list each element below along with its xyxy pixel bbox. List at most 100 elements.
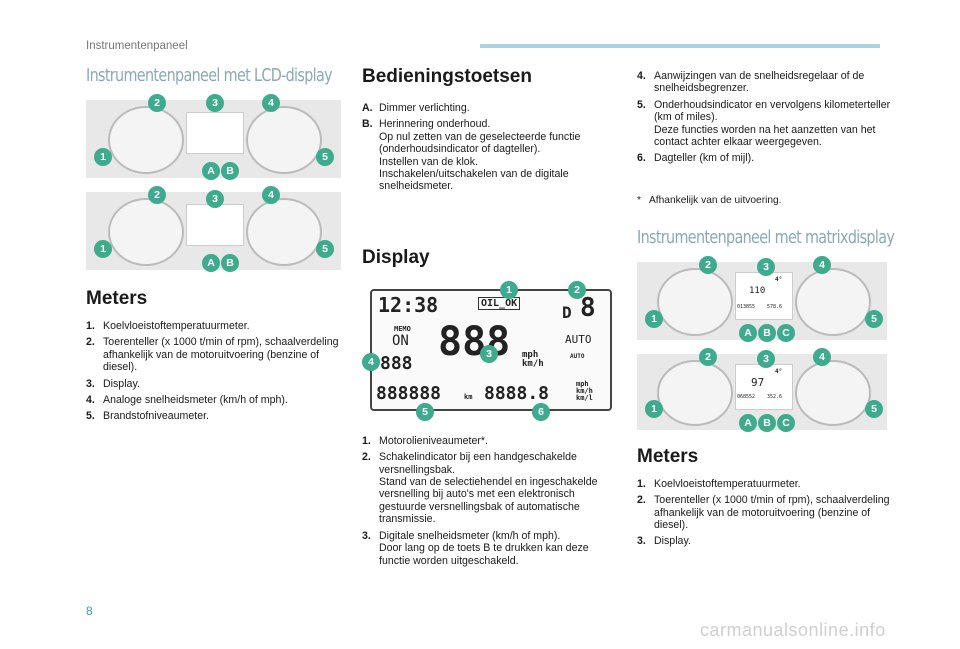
lcd-panel-figure-1: 2 3 4 1 5 A B	[86, 94, 341, 180]
callout-A: A	[739, 413, 757, 432]
list-item: 2.Toerenteller (x 1000 t/min of rpm), sc…	[637, 494, 890, 532]
callout-2: 2	[699, 347, 717, 366]
callout-3: 3	[206, 94, 224, 112]
callout-5: 5	[316, 148, 334, 166]
matrix-trip-readout: 352.6	[767, 393, 783, 400]
matrix-meters-list: 1.Koelvloeistoftemperatuurmeter. 2.Toere…	[637, 478, 895, 548]
footnote-text: Afhankelijk van de uitvoering.	[649, 194, 782, 206]
callout-3: 3	[757, 349, 775, 368]
footnote: * Afhankelijk van de uitvoering.	[637, 195, 895, 206]
odometer-readout: 888888	[376, 382, 442, 404]
callout-B: B	[758, 323, 776, 342]
watermark: carmanualsonline.info	[700, 620, 886, 640]
callout-1: 1	[645, 309, 663, 328]
page-number: 8	[86, 604, 93, 618]
lcd-screen	[186, 112, 244, 154]
trip-readout: 8888.8	[484, 382, 550, 404]
buttons-heading: Bedieningstoetsen	[362, 66, 532, 87]
gear-letter: D	[562, 302, 572, 322]
callout-5: 5	[865, 399, 883, 418]
display-list: 1.Motorolieniveaumeter*. 2.Schakelindica…	[362, 435, 617, 567]
lcd-screen	[186, 204, 244, 246]
callout-A: A	[739, 323, 757, 342]
callout-5: 5	[416, 402, 434, 421]
buttons-list: A.Dimmer verlichting. B.Herinnering onde…	[362, 102, 617, 193]
gear-number: 8	[580, 292, 596, 323]
callout-2: 2	[148, 186, 166, 204]
matrix-odo-readout: 013855	[737, 303, 756, 310]
clock-readout: 12:38	[378, 292, 439, 317]
list-item: 3.Display.	[637, 535, 691, 548]
tachometer-dial	[657, 359, 733, 426]
lcd-meters-list: 1.Koelvloeistoftemperatuurmeter. 2.Toere…	[86, 320, 341, 423]
speedometer-dial	[795, 359, 871, 426]
matrix-panel-figure-2: 97 4° 068552 352.6 2 3 4 1 5 A B C	[637, 347, 887, 432]
lcd-display-figure: 12:38 OIL_OK D 8 MEMO ON 888 mph km/h AU…	[362, 280, 617, 421]
controls-column: Bedieningstoetsen A.Dimmer verlichting. …	[362, 66, 617, 571]
callout-4: 4	[262, 186, 280, 204]
lcd-meters-heading: Meters	[86, 288, 148, 309]
callout-2: 2	[568, 280, 586, 299]
trip-unit: mph km/h km/l	[576, 379, 593, 402]
callout-1: 1	[94, 148, 112, 166]
list-item: B.Herinnering onderhoud. Op nul zetten v…	[362, 118, 581, 193]
display-list-continued: 4.Aanwijzingen van de snelheidsregelaar …	[637, 70, 895, 165]
list-item: 5.Onderhoudsindicator en vervolgens kilo…	[637, 98, 891, 149]
callout-A: A	[202, 254, 220, 272]
memo-label: MEMO	[394, 324, 411, 333]
speedometer-dial	[246, 198, 322, 266]
callout-5: 5	[865, 309, 883, 328]
speedometer-dial	[246, 106, 322, 174]
display-heading: Display	[362, 246, 430, 268]
auto-label: AUTO	[565, 332, 592, 346]
callout-C: C	[777, 323, 795, 342]
matrix-trip-readout: 578.6	[767, 303, 783, 310]
matrix-temp-readout: 4°	[775, 367, 783, 375]
list-item: 6.Dagteller (km of mijl).	[637, 152, 755, 165]
footnote-mark: *	[637, 194, 641, 206]
callout-B: B	[221, 162, 239, 180]
list-item: 1.Motorolieniveaumeter*.	[362, 434, 488, 447]
lcd-panel-figure-2: 2 3 4 1 5 A B	[86, 186, 341, 272]
tachometer-dial	[108, 106, 184, 174]
list-item: 5.Brandstofniveaumeter.	[86, 410, 209, 423]
tachometer-dial	[108, 198, 184, 266]
callout-A: A	[202, 162, 220, 180]
matrix-screen	[735, 271, 793, 320]
odometer-unit: km	[464, 392, 473, 401]
callout-3: 3	[206, 190, 224, 208]
wiper-auto-label: AUTO	[570, 352, 585, 360]
callout-3: 3	[757, 257, 775, 276]
callout-4: 4	[813, 347, 831, 366]
callout-5: 5	[316, 240, 334, 258]
callout-B: B	[221, 254, 239, 272]
list-item: 2.Schakelindicator bij een handgeschakel…	[362, 451, 598, 526]
callout-1: 1	[500, 280, 518, 299]
matrix-odo-readout: 068552	[737, 393, 756, 400]
small-digits-readout: 888	[380, 352, 413, 374]
matrix-column: 4.Aanwijzingen van de snelheidsregelaar …	[637, 66, 895, 552]
callout-6: 6	[532, 402, 550, 421]
matrix-screen	[735, 363, 793, 410]
callout-1: 1	[645, 399, 663, 418]
lcd-section-title: Instrumentenpaneel met LCD-display	[86, 66, 333, 86]
header-accent-bar	[480, 44, 880, 48]
list-item: 4.Aanwijzingen van de snelheidsregelaar …	[637, 70, 865, 95]
list-item: A.Dimmer verlichting.	[362, 102, 470, 114]
matrix-panel-figure-1: 110 4° 013855 578.6 2 3 4 1 5 A B C	[637, 255, 887, 342]
callout-3: 3	[480, 344, 498, 363]
on-label: ON	[392, 332, 409, 349]
callout-4: 4	[813, 255, 831, 274]
callout-2: 2	[699, 255, 717, 274]
callout-2: 2	[148, 94, 166, 112]
matrix-meters-heading: Meters	[637, 445, 699, 467]
list-item: 1.Koelvloeistoftemperatuurmeter.	[86, 320, 250, 332]
matrix-speed-readout: 97	[751, 375, 765, 389]
running-header: Instrumentenpaneel	[86, 40, 188, 52]
speed-readout: 888	[438, 318, 511, 365]
list-item: 1.Koelvloeistoftemperatuurmeter.	[637, 477, 801, 490]
lcd-column: Instrumentenpaneel met LCD-display 2 3 4…	[86, 66, 341, 427]
callout-4: 4	[362, 352, 380, 371]
tachometer-dial	[657, 267, 733, 336]
list-item: 3.Display.	[86, 377, 140, 390]
